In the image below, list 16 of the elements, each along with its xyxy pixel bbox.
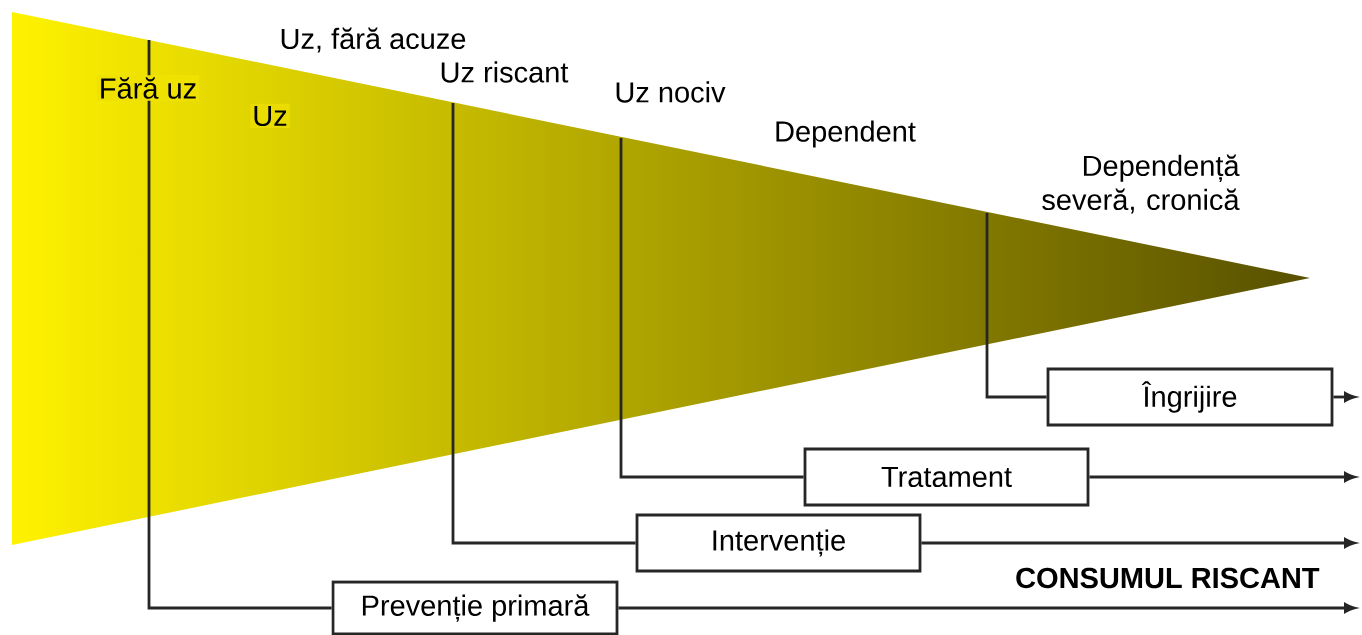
process-box: Îngrijire	[1046, 367, 1334, 427]
connector-line	[985, 213, 1047, 399]
stage-label: Dependent	[776, 120, 916, 148]
axis-label: CONSUMUL RISCANT	[1016, 567, 1320, 589]
stage-label: Uz riscant	[441, 61, 569, 83]
process-box: Prevenție primară	[331, 580, 619, 635]
stage-label: Uz	[250, 103, 290, 129]
stage-label: Fără uz	[96, 75, 200, 101]
stage-label: Dependență severă, cronică	[1042, 154, 1240, 214]
process-box: Tratament	[803, 447, 1090, 507]
stage-label: Uz, fără acuze	[281, 27, 466, 53]
stage-label: Uz nociv	[616, 81, 726, 103]
process-box: Intervenție	[635, 513, 922, 573]
connector-line	[451, 103, 636, 545]
connector-line	[147, 40, 332, 610]
connector-line	[619, 138, 804, 479]
